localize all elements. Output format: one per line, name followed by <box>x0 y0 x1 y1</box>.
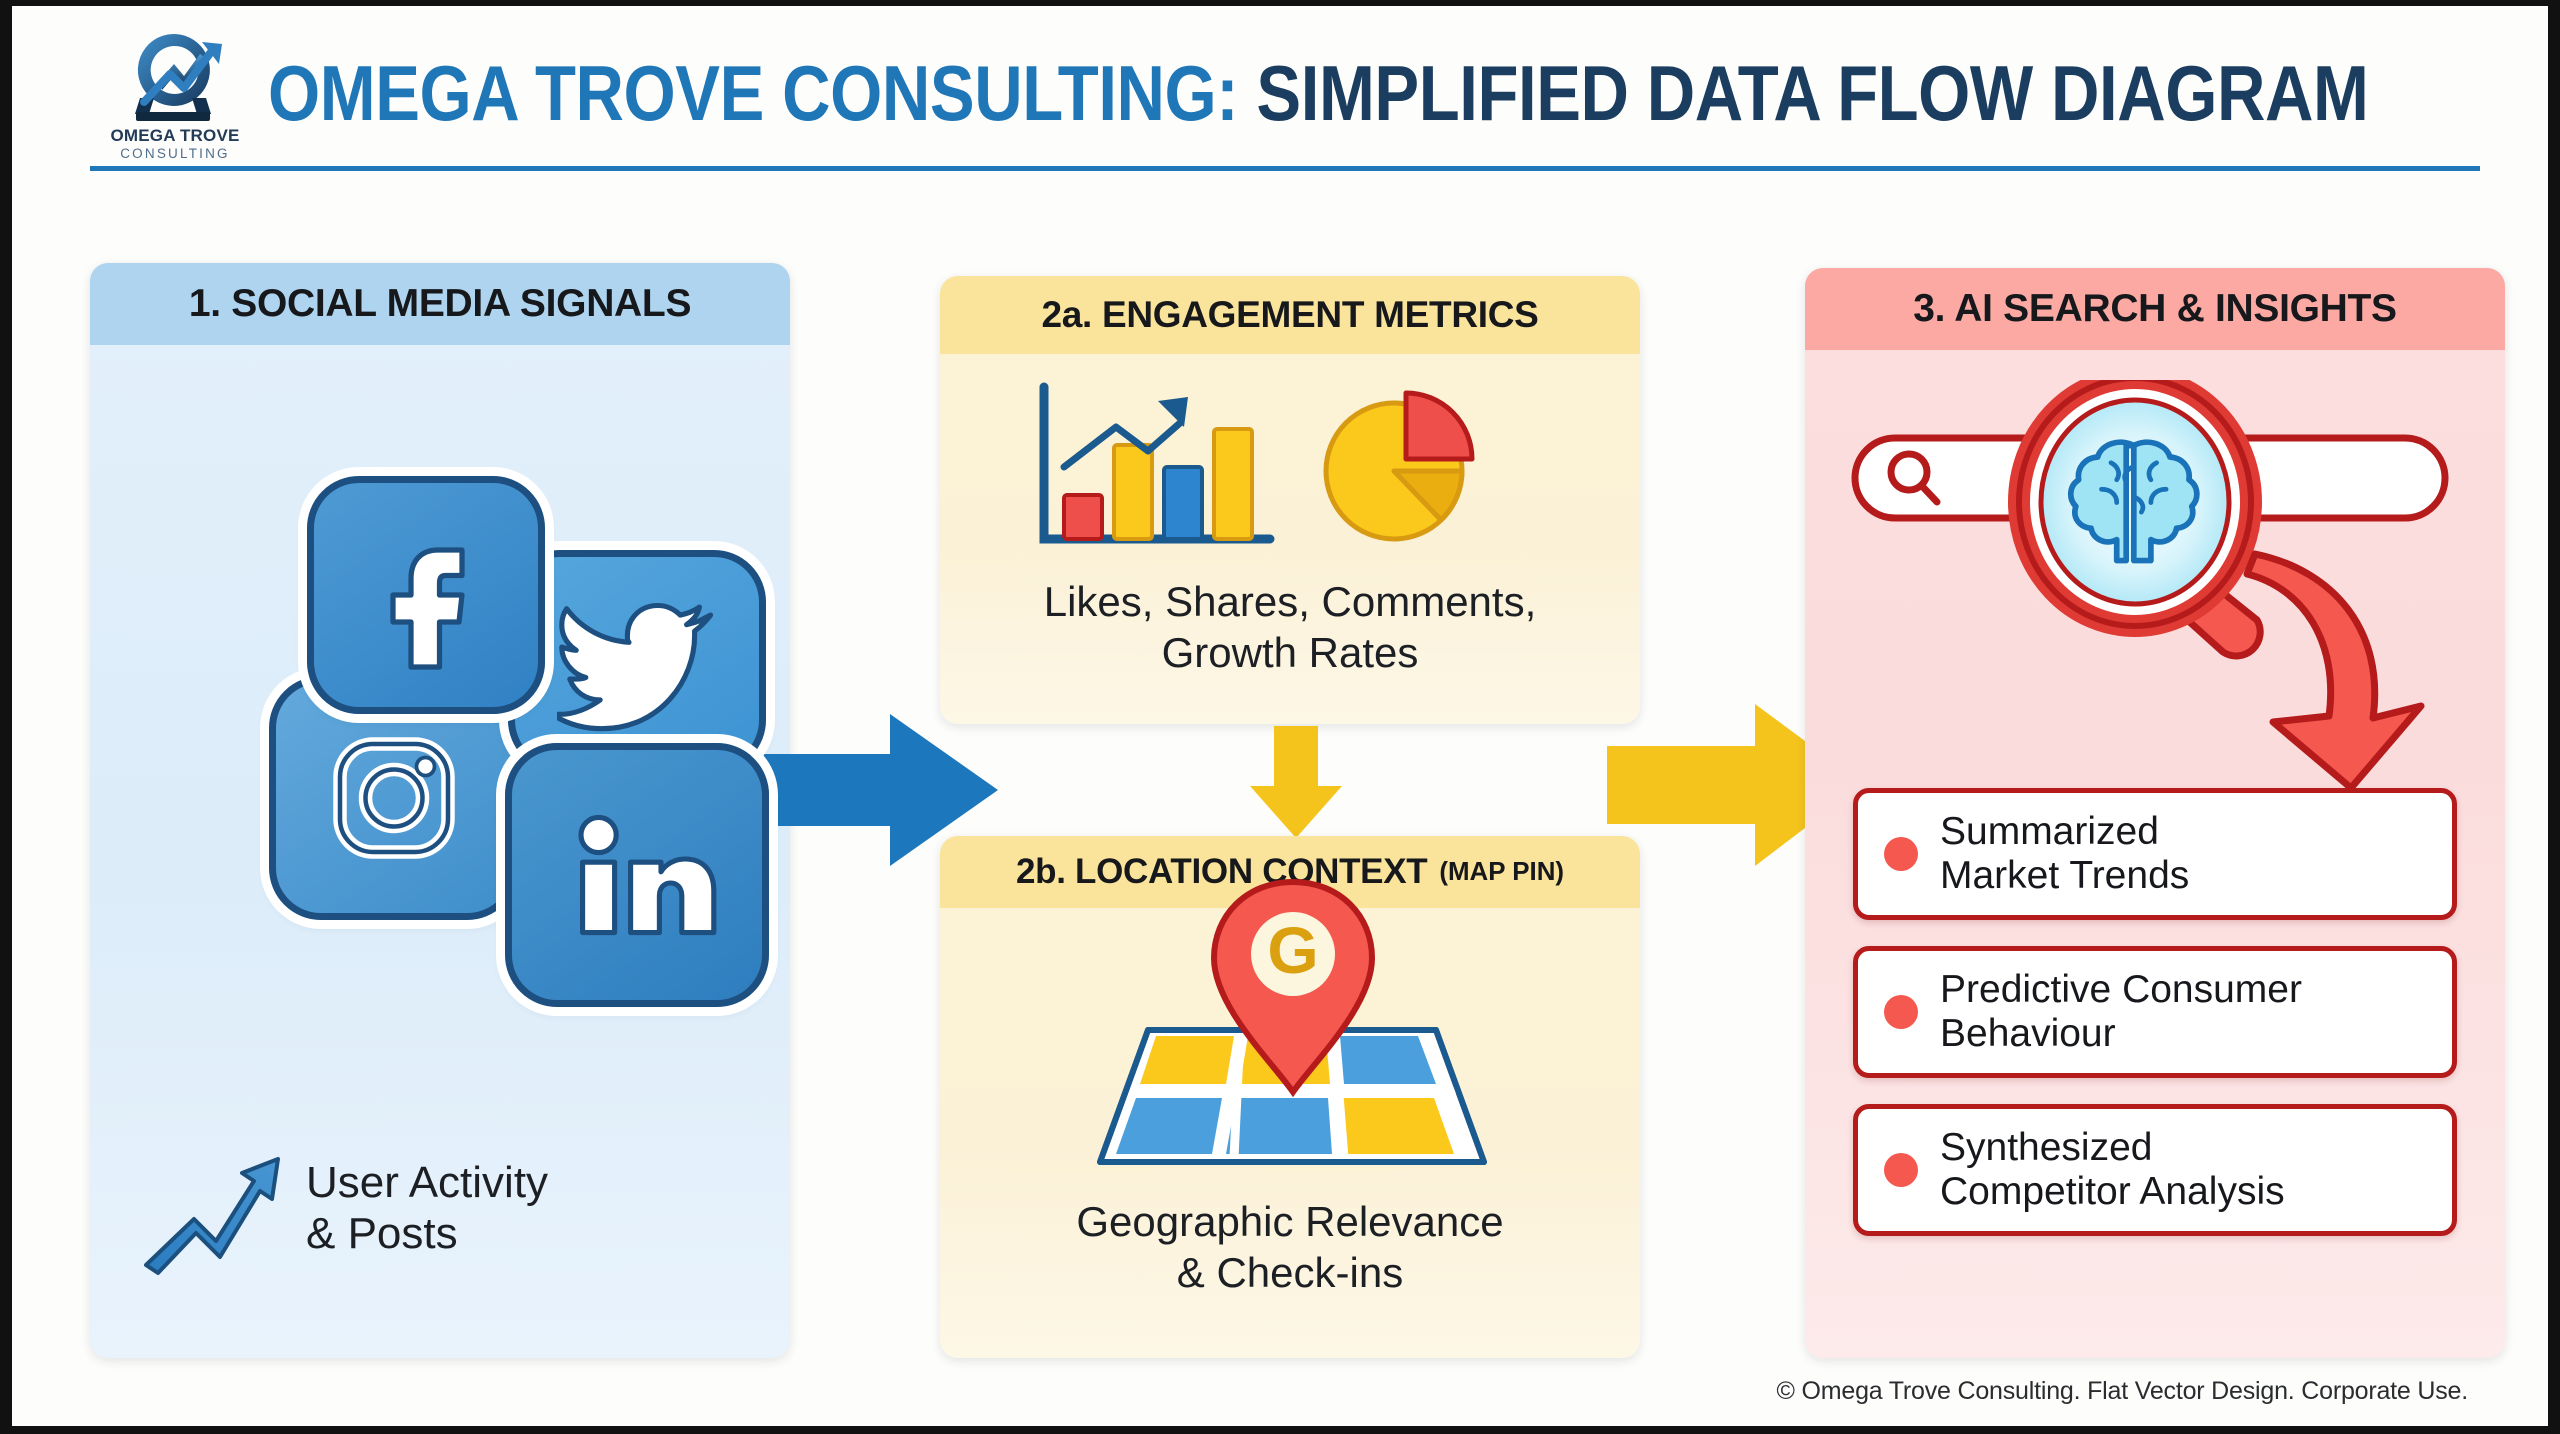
linkedin-icon[interactable] <box>505 743 769 1007</box>
panel-engagement-metrics: 2a. ENGAGEMENT METRICS Likes, Shares, Co… <box>940 276 1640 724</box>
brand-logo: OMEGA TROVE CONSULTING <box>100 26 250 166</box>
ai-insight-card-text: Predictive Consumer Behaviour <box>1940 968 2302 1055</box>
location-icons: G <box>1052 878 1532 1174</box>
ai-insight-card[interactable]: Synthesized Competitor Analysis <box>1853 1104 2457 1236</box>
facebook-glyph <box>390 547 465 670</box>
engagement-caption: Likes, Shares, Comments, Growth Rates <box>940 576 1640 678</box>
search-icon <box>1887 450 1941 506</box>
bar-chart-icon <box>1039 382 1275 544</box>
bullet-dot-icon <box>1884 837 1918 871</box>
trending-up-arrow-icon <box>144 1157 280 1275</box>
page-edge-top <box>0 0 2560 6</box>
curved-down-arrow-icon <box>2243 550 2425 792</box>
map-pin-icon: G <box>1210 878 1376 1098</box>
ai-search-group <box>1845 367 2465 792</box>
panel-social-heading: 1. SOCIAL MEDIA SIGNALS <box>90 263 790 345</box>
page-edge-right <box>2548 0 2560 1434</box>
ai-insight-line1: Predictive Consumer <box>1940 968 2302 1012</box>
page-title: OMEGA TROVE CONSULTING: SIMPLIFIED DATA … <box>268 48 2369 139</box>
page-header: OMEGA TROVE CONSULTING OMEGA TROVE CONSU… <box>90 18 2490 171</box>
ai-insight-line2: Behaviour <box>1940 1012 2116 1055</box>
brain-icon <box>2068 439 2200 564</box>
page-edge-left <box>0 0 12 1434</box>
footer-copyright: © Omega Trove Consulting. Flat Vector De… <box>1776 1377 2469 1405</box>
ai-insight-card-text: Synthesized Competitor Analysis <box>1940 1126 2285 1213</box>
panel-location-context: 2b. LOCATION CONTEXT (MAP PIN) <box>940 836 1640 1358</box>
panel-location-heading-main: 2b. LOCATION CONTEXT <box>1015 852 1428 891</box>
ai-insight-card-text: Summarized Market Trends <box>1940 810 2189 897</box>
brand-name-line2: CONSULTING <box>120 146 230 161</box>
instagram-icon[interactable] <box>269 676 519 920</box>
twitter-bird-glyph <box>557 602 714 731</box>
panel-location-heading: 2b. LOCATION CONTEXT (MAP PIN) <box>940 836 1640 908</box>
location-caption-line2: & Check-ins <box>1176 1249 1404 1297</box>
page-title-secondary: SIMPLIFIED DATA FLOW DIAGRAM <box>1238 49 2369 137</box>
panel-location-heading-suffix: (MAP PIN) <box>1439 857 1565 886</box>
engagement-caption-line1: Likes, Shares, Comments, <box>1043 578 1537 625</box>
ai-insight-card[interactable]: Summarized Market Trends <box>1853 788 2457 920</box>
location-caption-line1: Geographic Relevance <box>1076 1198 1504 1245</box>
omega-growth-chart-logo-icon <box>135 33 222 121</box>
user-activity-line2: & Posts <box>306 1209 458 1259</box>
panel-engagement-heading: 2a. ENGAGEMENT METRICS <box>940 276 1640 354</box>
panel-ai-heading: 3. AI SEARCH & INSIGHTS <box>1805 268 2505 350</box>
engagement-caption-line2: Growth Rates <box>1161 629 1419 677</box>
facebook-icon[interactable] <box>307 476 545 714</box>
bullet-dot-icon <box>1884 995 1918 1029</box>
ai-insight-line2: Market Trends <box>1940 854 2190 897</box>
ai-insight-line1: Synthesized <box>1940 1126 2153 1170</box>
brand-name-line1: OMEGA TROVE <box>110 126 240 145</box>
blue-right-arrow-icon <box>742 714 998 866</box>
twitter-icon[interactable] <box>508 550 766 772</box>
yellow-right-arrow-icon <box>1607 704 1863 866</box>
location-caption: Geographic Relevance & Check-ins <box>940 1196 1640 1298</box>
panel-social-media-signals: 1. SOCIAL MEDIA SIGNALS <box>90 263 790 1358</box>
ai-insight-card-list: Summarized Market Trends Predictive Cons… <box>1853 788 2457 1262</box>
ai-insight-line2: Competitor Analysis <box>1940 1170 2285 1213</box>
engagement-icons <box>1030 374 1560 554</box>
linkedin-glyph <box>578 814 717 936</box>
instagram-camera-glyph <box>333 737 455 859</box>
page-title-primary: OMEGA TROVE CONSULTING: <box>268 49 1239 137</box>
page-edge-bottom <box>0 1426 2560 1434</box>
ai-search-illustration <box>1851 367 2449 660</box>
ai-insight-card[interactable]: Predictive Consumer Behaviour <box>1853 946 2457 1078</box>
panel-ai-search-insights: 3. AI SEARCH & INSIGHTS <box>1805 268 2505 1358</box>
bullet-dot-icon <box>1884 1153 1918 1187</box>
yellow-down-arrow-icon <box>1250 726 1342 838</box>
header-divider <box>90 166 2480 171</box>
ai-insight-line1: Summarized <box>1940 810 2159 854</box>
map-pin-letter: G <box>1267 913 1318 987</box>
pie-chart-icon <box>1323 390 1475 542</box>
social-icon-cluster <box>265 468 785 1068</box>
user-activity-caption: User Activity & Posts <box>306 1157 548 1260</box>
user-activity-line1: User Activity <box>306 1158 549 1207</box>
user-activity-caption-group: User Activity & Posts <box>138 1143 758 1303</box>
